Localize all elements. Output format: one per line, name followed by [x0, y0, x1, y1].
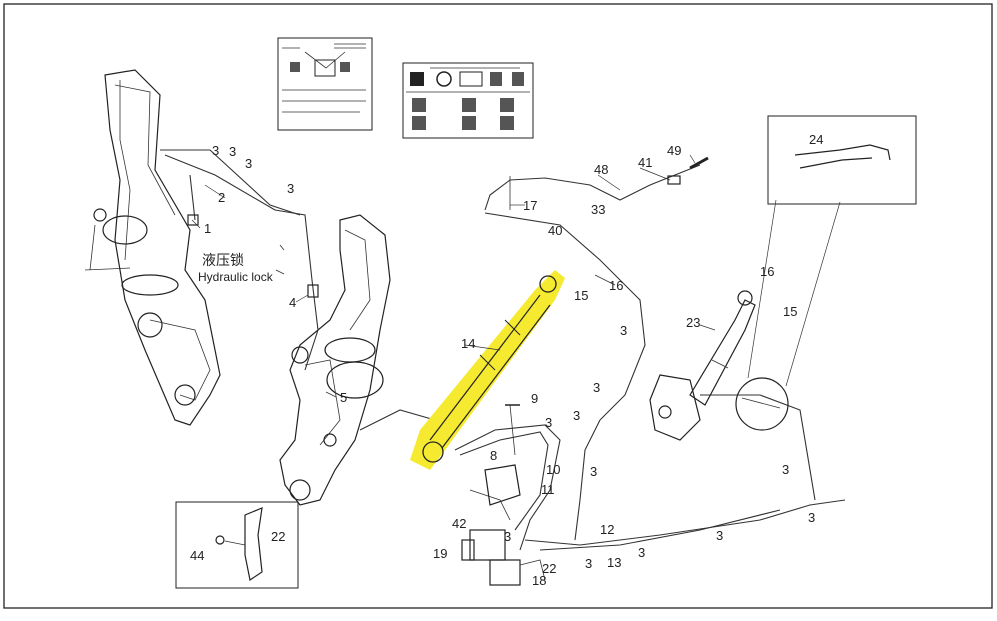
callout-23: 23: [686, 315, 700, 330]
callout-13: 13: [607, 555, 621, 570]
callout-15: 15: [574, 288, 588, 303]
callout-3: 3: [808, 510, 815, 525]
callout-12: 12: [600, 522, 614, 537]
callout-3: 3: [585, 556, 592, 571]
callout-3: 3: [593, 380, 600, 395]
callout-48: 48: [594, 162, 608, 177]
callout-9: 9: [531, 391, 538, 406]
callout-24: 24: [809, 132, 823, 147]
callout-3: 3: [638, 545, 645, 560]
callout-3: 3: [504, 529, 511, 544]
callout-3: 3: [245, 156, 252, 171]
inset-fastener-detail: [175, 501, 299, 589]
inset-bracket-detail: [735, 115, 917, 431]
callout-41: 41: [638, 155, 652, 170]
callout-3: 3: [590, 464, 597, 479]
callout-16: 16: [760, 264, 774, 279]
callout-16: 16: [609, 278, 623, 293]
lower-hose-run: [454, 394, 846, 551]
callout-44: 44: [190, 548, 204, 563]
hydraulic-cylinder-highlight: [410, 270, 565, 470]
valve-block: [484, 404, 521, 506]
callout-2: 2: [218, 190, 225, 205]
callout-5: 5: [340, 390, 347, 405]
hydraulic-lock-label-en: Hydraulic lock: [198, 270, 274, 284]
callout-3: 3: [620, 323, 627, 338]
callout-15: 15: [783, 304, 797, 319]
leader-lines: [191, 154, 716, 398]
callout-17: 17: [523, 198, 537, 213]
callout-18: 18: [532, 573, 546, 588]
callout-49: 49: [667, 143, 681, 158]
pump-motor: [461, 529, 546, 586]
callout-40: 40: [548, 223, 562, 238]
callout-3: 3: [782, 462, 789, 477]
callout-10: 10: [546, 462, 560, 477]
left-console-assembly: [84, 69, 301, 426]
warning-decal-1: [277, 37, 373, 131]
callout-19: 19: [433, 546, 447, 561]
callout-1: 1: [204, 221, 211, 236]
steering-cylinder: [649, 290, 756, 441]
callout-3: 3: [545, 415, 552, 430]
page-border: [3, 3, 993, 609]
right-console-assembly: [274, 209, 436, 506]
callout-3: 3: [229, 144, 236, 159]
callout-3: 3: [287, 181, 294, 196]
callout-11: 11: [541, 482, 555, 497]
callout-22: 22: [271, 529, 285, 544]
hydraulic-lock-label-cn: 液压锁: [202, 252, 244, 268]
callout-labels: 1 2 3 3 3 3 4 5 8 9 10 11 12 13 14 15 16…: [190, 132, 823, 588]
callout-14: 14: [461, 336, 475, 351]
controls-decal: [402, 62, 534, 139]
callout-33: 33: [591, 202, 605, 217]
callout-4: 4: [289, 295, 296, 310]
callout-8: 8: [490, 448, 497, 463]
callout-3: 3: [573, 408, 580, 423]
callout-42: 42: [452, 516, 466, 531]
callout-3: 3: [716, 528, 723, 543]
callout-22: 22: [542, 561, 556, 576]
upper-hose-run: [484, 156, 709, 421]
callout-3: 3: [212, 143, 219, 158]
